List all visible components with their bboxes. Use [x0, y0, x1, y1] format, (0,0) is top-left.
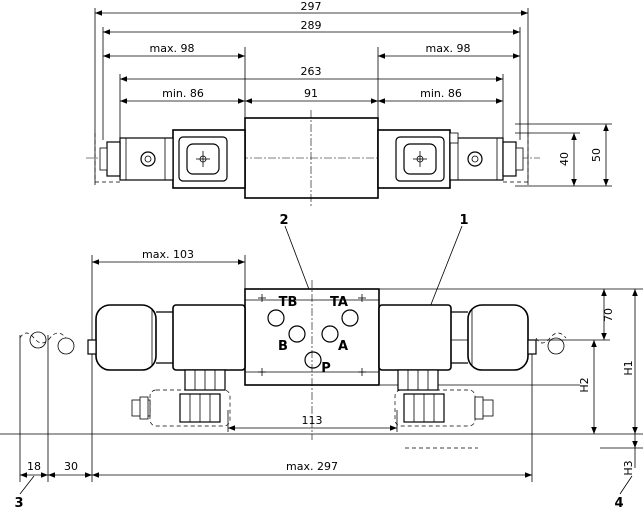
- dim-min86-left-label: min. 86: [162, 87, 204, 100]
- dim-30-label: 30: [64, 460, 78, 473]
- front-view: max. 103 113 18 30 max. 297 70 H1 H2 H3 …: [0, 213, 643, 511]
- port-label-ta: TA: [330, 295, 348, 310]
- dim-289-label: 289: [301, 19, 322, 32]
- front-view-extension-lines: [0, 255, 643, 482]
- dim-max103-label: max. 103: [142, 248, 194, 261]
- dim-H3-label: H3: [622, 460, 635, 475]
- callout-4: 4: [614, 496, 623, 511]
- dim-H2-label: H2: [578, 377, 591, 392]
- dim-max98-left-label: max. 98: [150, 42, 195, 55]
- front-right-solenoid: [378, 304, 567, 371]
- dim-50-label: 50: [590, 148, 603, 162]
- port-label-tb: TB: [279, 295, 298, 310]
- dim-297-label: 297: [301, 0, 322, 13]
- callout-1: 1: [459, 213, 468, 228]
- callout-2: 2: [279, 213, 288, 228]
- front-left-solenoid: [19, 304, 246, 371]
- dim-H1-label: H1: [622, 360, 635, 375]
- top-right-solenoid: [377, 129, 529, 189]
- dim-max297-label: max. 297: [286, 460, 338, 473]
- front-left-connector: [131, 369, 231, 427]
- dim-91-label: 91: [304, 87, 318, 100]
- dim-263-label: 263: [301, 65, 322, 78]
- top-view-dimension-lines: [95, 10, 609, 186]
- top-left-solenoid: [94, 129, 246, 189]
- port-label-p: P: [321, 361, 331, 376]
- callouts: [19, 225, 633, 495]
- port-label-b: B: [278, 339, 288, 354]
- dim-max98-right-label: max. 98: [426, 42, 471, 55]
- front-right-connector: [394, 369, 494, 449]
- callout-3: 3: [14, 496, 23, 511]
- port-label-a: A: [338, 339, 348, 354]
- dim-min86-right-label: min. 86: [420, 87, 462, 100]
- front-view-dimension-lines: [20, 259, 638, 478]
- mounting-marks: [258, 294, 366, 376]
- dim-18-label: 18: [27, 460, 41, 473]
- dim-70-label: 70: [602, 308, 615, 322]
- dim-40-label: 40: [558, 152, 571, 166]
- port-holes: [267, 309, 359, 369]
- top-view: 297 289 max. 98 max. 98 263 min. 86 91 m…: [86, 0, 612, 206]
